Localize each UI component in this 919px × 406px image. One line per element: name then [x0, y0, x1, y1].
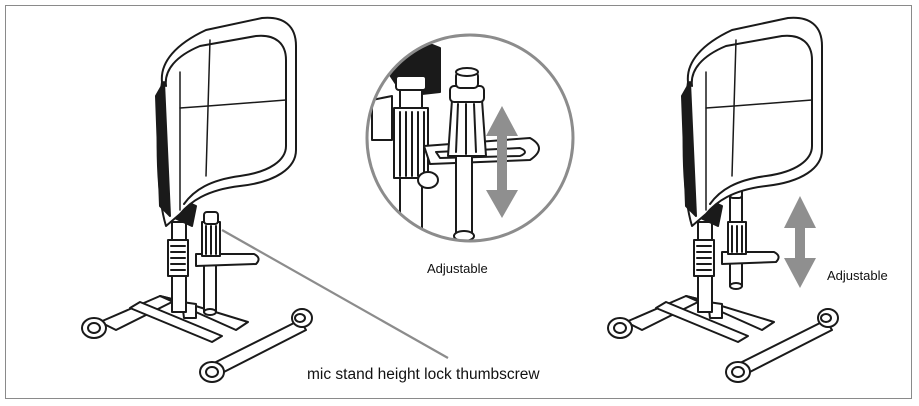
height-adjust-arrow-right	[784, 196, 816, 288]
zoom-detail	[365, 33, 575, 243]
right-chair-backrest	[681, 16, 823, 227]
left-mic-stand	[195, 211, 260, 316]
right-chair-post	[693, 221, 715, 313]
right-chair-base	[607, 295, 839, 383]
right-mic-stand-raised	[721, 185, 780, 290]
right-chair-illustration	[607, 16, 839, 383]
left-chair-backrest	[155, 16, 297, 227]
adjustable-label-center: Adjustable	[427, 261, 488, 276]
left-chair-post	[167, 221, 189, 313]
height-adjust-arrow-center	[486, 106, 518, 218]
left-chair-base	[81, 295, 313, 383]
thumbscrew-callout-line	[221, 229, 449, 359]
adjustable-label-right: Adjustable	[827, 268, 888, 283]
left-chair-illustration	[81, 16, 313, 383]
thumbscrew-callout-label: mic stand height lock thumbscrew	[307, 366, 540, 383]
